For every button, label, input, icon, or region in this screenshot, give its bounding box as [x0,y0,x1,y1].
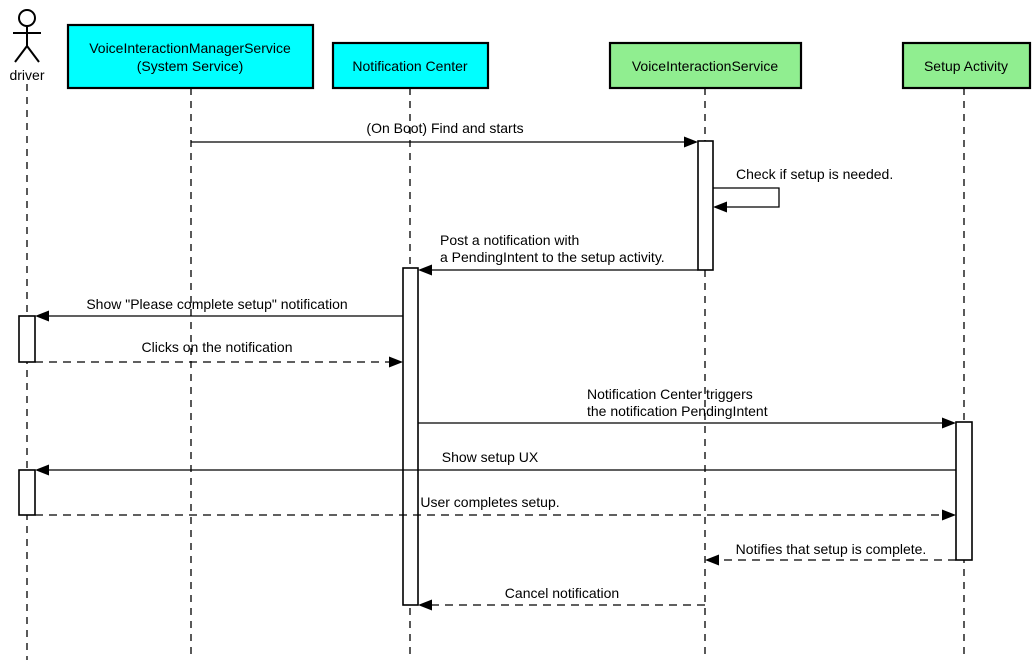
message-label-line1: Notification Center triggers [587,386,753,402]
arrowhead-right [389,356,403,368]
message-show-setup-ux: Show setup UX [35,449,956,476]
arrowhead-left [418,264,432,276]
message-check-if-setup-is-needed: Check if setup is needed. [713,166,893,213]
message-cancel-notification: Cancel notification [418,585,705,611]
actor-driver: driver [9,9,45,83]
activation-driver-1 [18,315,36,363]
activation-driver-2 [18,469,36,516]
message-label: (On Boot) Find and starts [366,120,523,136]
arrowhead-left [35,464,49,476]
self-message-line [713,187,780,208]
message-label: User completes setup. [420,494,559,510]
arrowhead-left [418,599,432,611]
participant-label: Setup Activity [924,58,1008,74]
arrowhead-right [942,417,956,429]
message-clicks-on-notification: Clicks on the notification [35,339,403,368]
message-notifies-setup-complete: Notifies that setup is complete. [705,541,956,566]
participant-box [331,41,490,90]
message-show-please-complete-setup-notification: Show "Please complete setup" notificatio… [35,296,403,322]
message-label: Show setup UX [442,449,539,465]
participant-sublabel: (System Service) [137,58,244,74]
participant-label: VoiceInteractionService [632,58,779,74]
participant-box [901,41,1032,90]
actor-label: driver [9,67,44,83]
message-label-line1: Post a notification with [440,232,579,248]
actor-leg-right [26,45,40,63]
message-label: Notifies that setup is complete. [736,541,927,557]
message-triggers-notification-pendingintent: Notification Center triggers the notific… [418,386,956,429]
participant-setup-activity: Setup Activity [901,41,1032,90]
participant-box [66,23,315,90]
message-label: Show "Please complete setup" notificatio… [86,296,347,312]
message-on-boot-find-and-starts: (On Boot) Find and starts [191,120,698,148]
message-label: Check if setup is needed. [736,166,893,182]
message-post-notification-pendingintent: Post a notification with a PendingIntent… [418,232,698,276]
activation-voice-interaction-service [697,140,714,271]
participant-voice-interaction-manager-service: VoiceInteractionManagerService (System S… [66,23,315,90]
message-label-line2: the notification PendingIntent [587,403,768,419]
participant-notification-center: Notification Center [331,41,490,90]
participant-label: Notification Center [352,58,468,74]
participant-voice-interaction-service: VoiceInteractionService [608,41,803,90]
arrowhead-left [35,310,49,322]
message-label-line2: a PendingIntent to the setup activity. [440,249,665,265]
participant-box [608,41,803,90]
actor-head [18,9,36,27]
message-user-completes-setup: User completes setup. [35,494,956,521]
arrowhead-left [713,201,727,213]
arrowhead-right [684,136,698,148]
activation-notification-center [402,267,419,606]
activation-setup-activity [955,421,973,561]
arrowhead-left [705,554,719,566]
actor-leg-left [14,45,28,63]
participant-label: VoiceInteractionManagerService [89,40,291,56]
message-label: Clicks on the notification [142,339,293,355]
arrowhead-right [942,509,956,521]
message-label: Cancel notification [505,585,619,601]
